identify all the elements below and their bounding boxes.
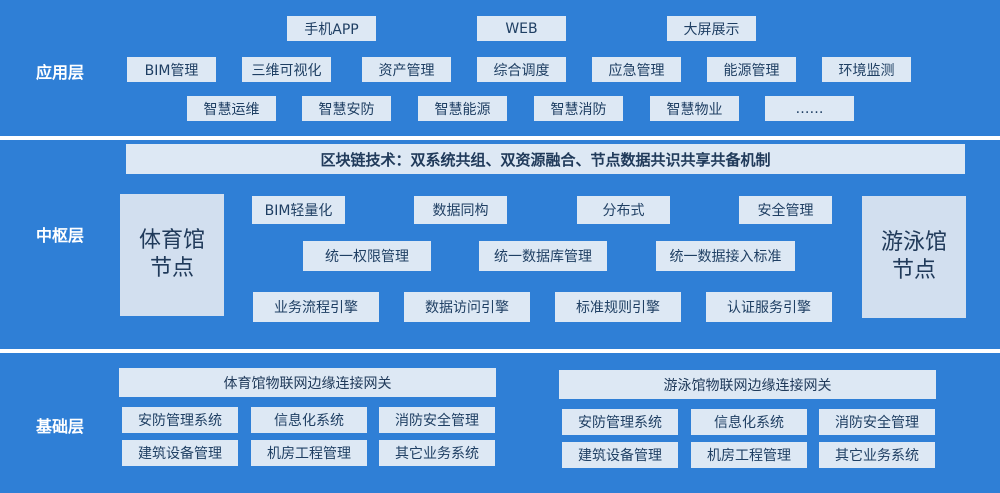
base-system: 其它业务系统 (379, 440, 495, 466)
blockchain-header: 区块链技术：双系统共组、双资源融合、节点数据共识共享共备机制 (126, 144, 965, 174)
app-module: 综合调度 (477, 57, 566, 82)
hub-module: 统一数据库管理 (479, 241, 607, 271)
hub-module: 数据同构 (414, 196, 507, 224)
app-module: 三维可视化 (242, 57, 331, 82)
hub-module: BIM轻量化 (252, 196, 345, 224)
hub-module: 标准规则引擎 (555, 292, 681, 322)
app-module: 智慧运维 (187, 96, 276, 121)
base-system: 安防管理系统 (122, 407, 238, 433)
hub-layer: 中枢层 区块链技术：双系统共组、双资源融合、节点数据共识共享共备机制 体育馆 节… (0, 140, 1000, 349)
app-module: 能源管理 (707, 57, 796, 82)
application-layer-label: 应用层 (36, 63, 85, 82)
app-module: 手机APP (287, 16, 376, 41)
base-system: 其它业务系统 (819, 442, 935, 468)
app-module: BIM管理 (127, 57, 216, 82)
app-module: WEB (477, 16, 566, 41)
app-module: 智慧能源 (418, 96, 507, 121)
app-module: 环境监测 (822, 57, 911, 82)
base-system: 信息化系统 (251, 407, 367, 433)
base-system: 建筑设备管理 (562, 442, 678, 468)
base-system: 消防安全管理 (819, 409, 935, 435)
base-system: 机房工程管理 (251, 440, 367, 466)
hub-module: 业务流程引擎 (253, 292, 379, 322)
base-system: 建筑设备管理 (122, 440, 238, 466)
base-system: 安防管理系统 (562, 409, 678, 435)
stadium-node-line2: 节点 (149, 256, 194, 281)
natatorium-node-line2: 节点 (891, 258, 936, 283)
base-layer-label: 基础层 (36, 417, 85, 436)
app-module: 应急管理 (592, 57, 681, 82)
app-module: 智慧消防 (534, 96, 623, 121)
hub-module: 统一数据接入标准 (656, 241, 795, 271)
application-layer: 应用层 手机APP WEB 大屏展示 BIM管理 三维可视化 资产管理 综合调度… (0, 0, 1000, 136)
stadium-node: 体育馆 节点 (120, 194, 224, 316)
stadium-gateway: 体育馆物联网边缘连接网关 (119, 368, 496, 397)
hub-module: 数据访问引擎 (404, 292, 530, 322)
base-layer: 基础层 体育馆物联网边缘连接网关 游泳馆物联网边缘连接网关 安防管理系统 信息化… (0, 353, 1000, 493)
base-system: 消防安全管理 (379, 407, 495, 433)
stadium-node-line1: 体育馆 (138, 228, 205, 253)
base-system: 信息化系统 (691, 409, 807, 435)
app-module: 智慧安防 (302, 96, 391, 121)
hub-module: 安全管理 (739, 196, 832, 224)
app-module: 智慧物业 (650, 96, 739, 121)
natatorium-node: 游泳馆 节点 (862, 196, 966, 318)
natatorium-node-line1: 游泳馆 (880, 230, 947, 255)
natatorium-gateway: 游泳馆物联网边缘连接网关 (559, 370, 936, 399)
hub-module: 认证服务引擎 (706, 292, 832, 322)
hub-layer-label: 中枢层 (36, 226, 85, 245)
hub-module: 分布式 (577, 196, 670, 224)
app-module: 资产管理 (362, 57, 451, 82)
app-module-more: …… (765, 96, 854, 121)
hub-module: 统一权限管理 (303, 241, 431, 271)
app-module: 大屏展示 (667, 16, 756, 41)
base-system: 机房工程管理 (691, 442, 807, 468)
